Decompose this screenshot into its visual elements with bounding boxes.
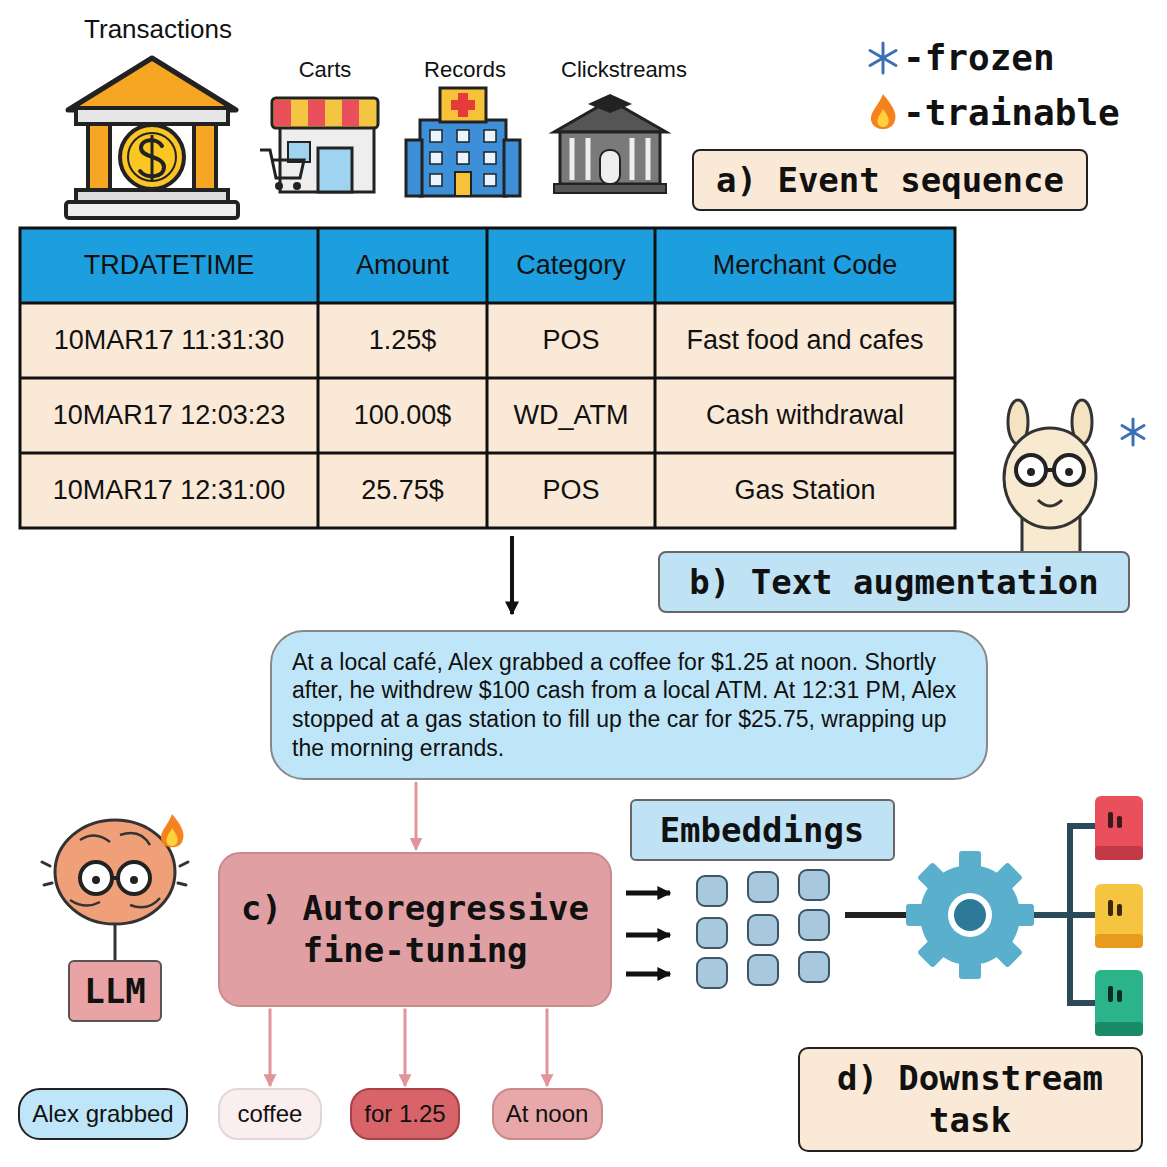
node-text: At noon [506, 1099, 589, 1129]
flow-arrow [510, 536, 514, 614]
token-box: for 1.25 [350, 1088, 460, 1140]
flow-arrow [546, 1009, 549, 1087]
embedding-vectors [697, 870, 829, 988]
table-cell: Amount [356, 249, 449, 281]
node-text: a) Event sequence [716, 159, 1064, 202]
table-grid [20, 228, 955, 528]
table-cell: 25.75$ [361, 474, 444, 506]
token-box: Alex grabbed [18, 1088, 188, 1140]
source-label: Records [424, 57, 506, 83]
table-cell: Category [516, 249, 626, 281]
flow-arrow [269, 1009, 272, 1087]
table-cell: 100.00$ [354, 399, 452, 431]
flow-arrow [415, 782, 418, 850]
node-text: At a local café, Alex grabbed a coffee f… [292, 648, 966, 763]
table-cell: 1.25$ [369, 324, 437, 356]
output-classes [1095, 796, 1143, 1036]
university-icon [554, 94, 666, 193]
llama-icon [1004, 400, 1096, 555]
step-label: a) Event sequence [692, 149, 1088, 212]
node-text: d) Downstream task [814, 1057, 1127, 1142]
snowflake-symbol [1122, 419, 1144, 445]
flow-arrow [404, 1009, 407, 1087]
source-label: Carts [299, 57, 352, 83]
token-box: At noon [492, 1088, 603, 1140]
table-cell: Fast food and cafes [686, 324, 923, 356]
step-label: b) Text augmentation [658, 551, 1130, 614]
shop-icon [260, 98, 378, 192]
legend-text: -frozen [903, 38, 1055, 78]
step-label: d) Downstream task [798, 1047, 1143, 1152]
model-label: LLM [68, 960, 162, 1023]
embedding-arrows [626, 893, 670, 974]
process-box: c) Autoregressive fine-tuning [218, 852, 612, 1007]
table-cell: Cash withdrawal [706, 399, 904, 431]
bank-icon [66, 58, 238, 218]
legend-text: -trainable [903, 93, 1120, 133]
fire-symbol [871, 94, 895, 129]
node-text: b) Text augmentation [689, 561, 1098, 604]
table-cell: Gas Station [734, 474, 875, 506]
text-bubble: At a local café, Alex grabbed a coffee f… [270, 630, 988, 780]
table-cell: WD_ATM [514, 399, 629, 431]
snowflake-symbol [870, 43, 896, 73]
node-text: Embeddings [660, 809, 865, 852]
table-cell: Merchant Code [713, 249, 898, 281]
table-cell: POS [542, 474, 599, 506]
hospital-icon [406, 88, 520, 196]
node-text: LLM [84, 970, 145, 1013]
table-cell: 10MAR17 12:03:23 [53, 399, 286, 431]
source-label: Clickstreams [561, 57, 687, 83]
table-cell: 10MAR17 12:31:00 [53, 474, 286, 506]
step-label: Embeddings [630, 799, 895, 862]
table-cell: TRDATETIME [84, 249, 255, 281]
node-text: coffee [238, 1099, 303, 1129]
node-text: c) Autoregressive fine-tuning [234, 887, 596, 972]
node-text: for 1.25 [364, 1099, 445, 1129]
node-text: Alex grabbed [32, 1099, 173, 1129]
source-label: Transactions [84, 14, 232, 45]
table-cell: POS [542, 324, 599, 356]
token-box: coffee [218, 1088, 322, 1140]
fire-symbol [161, 814, 183, 847]
table-cell: 10MAR17 11:31:30 [54, 324, 285, 356]
